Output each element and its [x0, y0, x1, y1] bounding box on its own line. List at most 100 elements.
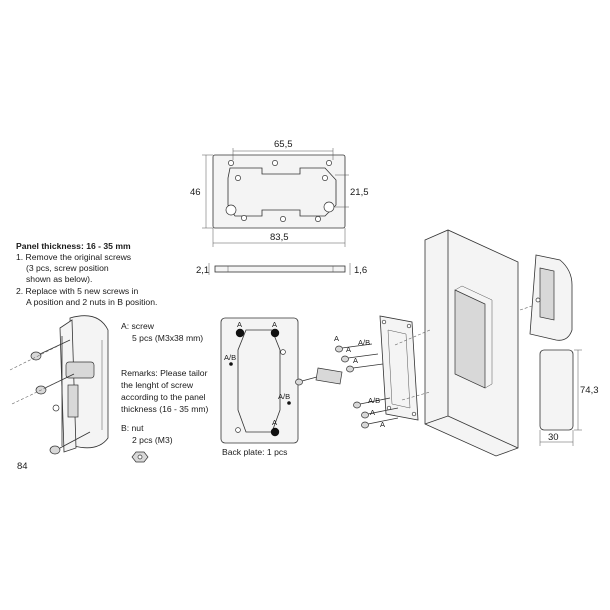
mounting-plate	[379, 315, 419, 421]
screw-head	[353, 401, 361, 409]
side-block: 74,3 30	[539, 349, 599, 446]
dim-screw-length: 84	[17, 461, 28, 472]
callout-ab: A/B	[368, 396, 380, 405]
screw-shaft	[39, 339, 71, 355]
callout-a: A	[346, 345, 351, 354]
guide-line	[11, 379, 63, 405]
screw-position-a	[270, 328, 280, 338]
plate-hole	[235, 427, 241, 433]
instruction-step1-line3: shown as below).	[26, 274, 92, 284]
lock-rear-hole	[535, 297, 541, 303]
back-plate-label-ab: A/B	[278, 392, 290, 401]
legend-screw-line1: A: screw	[121, 321, 155, 331]
callout-ab: A/B	[358, 338, 370, 347]
lock-cam	[52, 404, 60, 412]
mounting-plate-cutout	[387, 329, 411, 409]
lock-rear-panel	[539, 267, 555, 321]
dim-thickness-right: 1,6	[354, 265, 367, 276]
lock-unit-left: 84	[9, 315, 109, 472]
screw-shaft	[347, 353, 379, 359]
screw-head	[335, 345, 343, 353]
callout-a: A	[353, 356, 358, 365]
plate-hole	[280, 349, 286, 355]
screw-head	[346, 365, 354, 373]
legend-nut-line1: B: nut	[121, 423, 144, 433]
guide-line	[394, 329, 431, 346]
callout-a: A	[334, 334, 339, 343]
callout-a: A	[380, 420, 385, 429]
guide-line	[519, 305, 533, 311]
back-plate-label-ab: A/B	[224, 353, 236, 362]
plate-hole	[322, 175, 328, 181]
top-plate-outline	[212, 154, 346, 229]
instructions-block: Panel thickness: 16 - 35 mm 1. Remove th…	[16, 241, 157, 307]
screw-head	[361, 411, 369, 419]
screw-position-a	[270, 427, 280, 437]
back-plate: A A A A/B A/B Back plate: 1 pcs	[220, 317, 299, 457]
screw-shaft	[359, 397, 391, 405]
screw-position-ab	[287, 401, 291, 405]
lock-bolt	[67, 384, 79, 418]
screw-position-ab	[229, 362, 233, 366]
legend-block: A: screw 5 pcs (M3x38 mm) Remarks: Pleas…	[121, 321, 209, 463]
screw-left-lower	[49, 431, 91, 455]
frame-opening	[454, 289, 486, 389]
mounting-plate-outline	[379, 315, 419, 421]
screw-position-a	[235, 328, 245, 338]
dim-right-height: 21,5	[350, 187, 369, 198]
screw-shaft	[367, 407, 399, 415]
back-plate-label-a: A	[272, 320, 277, 329]
plate-hole	[235, 175, 241, 181]
legend-remarks-line2: the lenght of screw	[121, 380, 194, 390]
top-plate-view: 65,5 21,5 46 83,5	[190, 139, 369, 247]
side-plate-bar	[214, 265, 346, 273]
plate-hole	[315, 216, 321, 222]
plate-large-hole	[225, 204, 237, 216]
side-block-outline	[539, 349, 574, 431]
back-plate-label-a: A	[272, 418, 277, 427]
plate-large-hole	[323, 201, 335, 213]
dim-box-height: 74,3	[580, 385, 599, 396]
legend-remarks-line1: Remarks: Please tailor	[121, 368, 208, 378]
back-plate-outline	[220, 317, 299, 444]
plate-hole	[411, 411, 417, 417]
plate-hole	[280, 216, 286, 222]
back-plate-label-a: A	[237, 320, 242, 329]
guide-line	[9, 344, 61, 371]
plate-hole	[228, 160, 234, 166]
dim-top-width: 65,5	[274, 139, 293, 150]
back-plate-caption: Back plate: 1 pcs	[222, 447, 287, 457]
nut-hole	[137, 454, 143, 460]
plate-hole	[406, 323, 412, 329]
dim-left-height: 46	[190, 187, 201, 198]
screw-shaft	[341, 343, 373, 349]
instruction-step1-line1: 1. Remove the original screws	[16, 252, 131, 262]
screw-head	[49, 445, 61, 455]
lock-handle	[65, 361, 95, 379]
plate-hole	[241, 215, 247, 221]
frame-opening-depth	[454, 285, 493, 389]
legend-nut-line2: 2 pcs (M3)	[132, 435, 173, 445]
screw-shaft	[352, 363, 384, 369]
locking-tongue	[315, 367, 343, 385]
instructions-heading: Panel thickness: 16 - 35 mm	[16, 241, 131, 251]
screw-callouts: A A/B A A A/B A A	[295, 329, 431, 429]
frame-edge	[447, 415, 519, 449]
screw-shaft	[59, 431, 91, 449]
screw-shaft	[367, 417, 399, 425]
instruction-step1-line2: (3 pcs, screw position	[26, 263, 109, 273]
legend-remarks-line4: thickness (16 - 35 mm)	[121, 404, 209, 414]
instruction-step2-line1: 2. Replace with 5 new screws in	[16, 286, 138, 296]
lock-front-cover	[69, 315, 109, 449]
plate-hole	[272, 160, 278, 166]
dim-thickness-left: 2,1	[196, 265, 209, 276]
screw-head	[361, 421, 369, 429]
plate-hole	[381, 319, 387, 325]
dim-bottom-width: 83,5	[270, 232, 289, 243]
dim-box-width: 30	[548, 432, 559, 443]
screw-head	[341, 355, 349, 363]
callout-a: A	[370, 408, 375, 417]
plate-side-view: 2,1 1,6	[196, 263, 367, 276]
